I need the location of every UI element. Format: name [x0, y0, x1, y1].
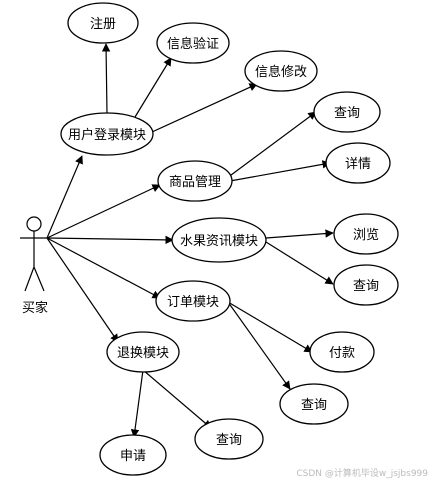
edge-actor-product-mgmt [46, 184, 161, 239]
edge-actor-order [46, 237, 161, 299]
edge-order-pay [227, 301, 313, 353]
uc-product-mgmt: 商品管理 [157, 160, 233, 202]
uc-return-query: 查询 [194, 418, 264, 460]
actor-buyer: 买家 [20, 216, 48, 316]
uc-return: 退换模块 [106, 331, 180, 373]
uc-return-apply: 申请 [99, 434, 167, 476]
uc-return-label: 退换模块 [117, 346, 169, 361]
edge-login-modify [151, 83, 258, 133]
uc-fruit-query: 查询 [333, 264, 399, 306]
uc-product-query: 查询 [313, 91, 381, 133]
uc-user-login: 用户登录模块 [60, 112, 154, 156]
uc-order-query: 查询 [279, 383, 349, 425]
uc-user-login-label: 用户登录模块 [68, 127, 146, 143]
actor-leg-left [24, 266, 35, 292]
uc-order-query-label: 查询 [301, 398, 327, 413]
uc-fruit-info: 水果资讯模块 [171, 217, 267, 263]
uc-product-mgmt-label: 商品管理 [169, 175, 221, 190]
uc-fruit-query-label: 查询 [353, 279, 379, 294]
uc-product-detail-label: 详情 [345, 157, 371, 172]
watermark: CSDN @计算机毕设w_jsjbs999 [296, 467, 428, 479]
edge-actor-fruit-info [46, 235, 174, 245]
actor-head [26, 216, 42, 232]
edge-order-query [227, 301, 291, 390]
edge-login-verify [134, 57, 172, 118]
uc-return-apply-label: 申请 [120, 449, 146, 464]
edge-return-query [142, 369, 212, 429]
edge-actor-return [46, 237, 119, 343]
uc-product-detail: 详情 [325, 142, 391, 184]
uc-return-query-label: 查询 [216, 433, 242, 448]
edge-fruit-browse [265, 229, 334, 239]
uc-info-modify: 信息修改 [244, 50, 318, 92]
uc-info-verify: 信息验证 [156, 22, 230, 64]
associations [46, 43, 334, 438]
uc-info-verify-label: 信息验证 [167, 36, 219, 52]
edge-product-query [226, 111, 317, 179]
actor-label: 买家 [22, 300, 48, 316]
edge-fruit-query [265, 241, 334, 285]
uc-fruit-browse: 浏览 [333, 213, 399, 255]
uc-order-label: 订单模块 [167, 295, 219, 310]
edge-actor-user-login [46, 155, 83, 239]
uc-order-pay: 付款 [309, 331, 375, 373]
edge-return-apply [130, 369, 144, 438]
uc-info-modify-label: 信息修改 [255, 64, 307, 80]
uc-fruit-info-label: 水果资讯模块 [180, 234, 258, 249]
edge-login-register [101, 43, 111, 115]
uc-fruit-browse-label: 浏览 [353, 227, 379, 243]
uc-product-query-label: 查询 [334, 106, 360, 121]
uc-register: 注册 [67, 2, 139, 44]
actor-leg-right [33, 266, 45, 292]
uc-order: 订单模块 [155, 280, 231, 322]
uc-register-label: 注册 [90, 17, 116, 32]
edge-product-detail [229, 160, 331, 182]
uc-order-pay-label: 付款 [329, 346, 355, 361]
